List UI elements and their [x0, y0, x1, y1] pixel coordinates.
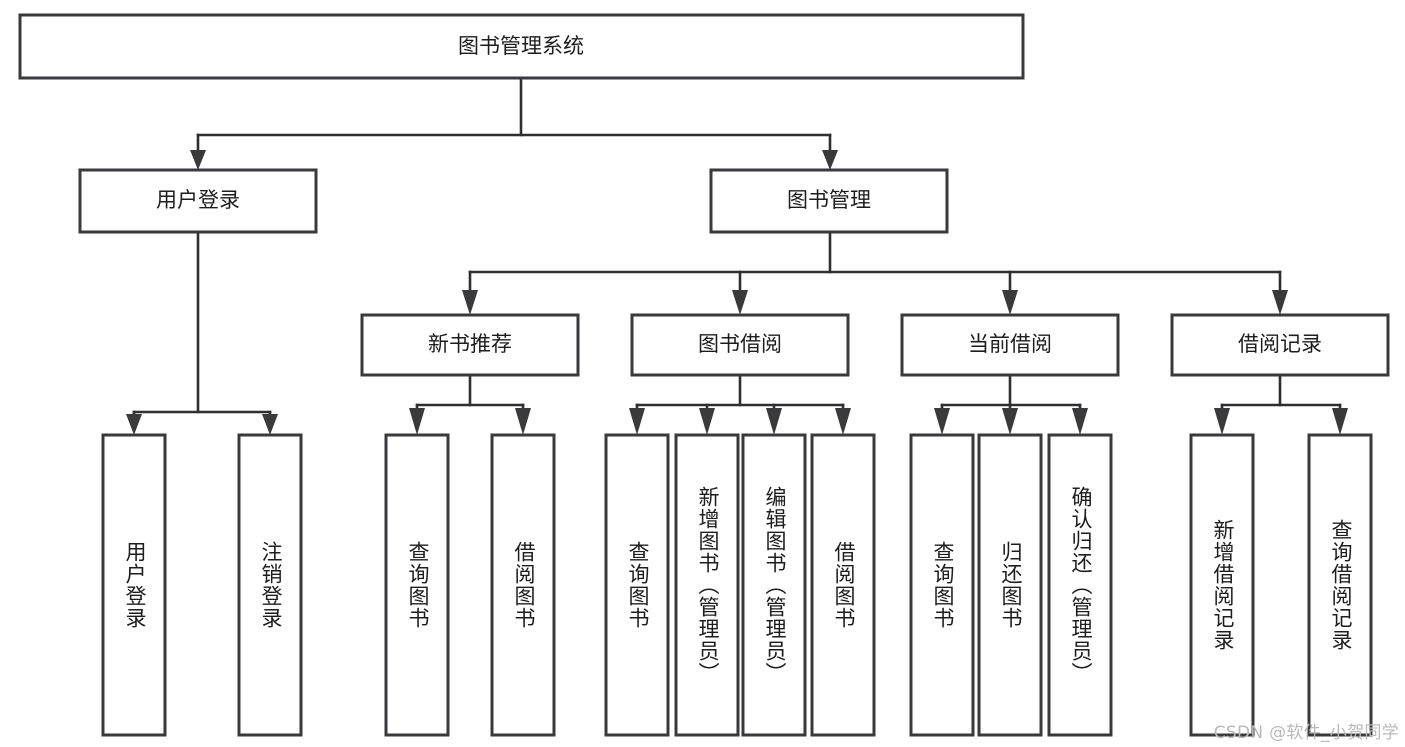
leaf-query-book-3-label: 查询图书	[931, 541, 955, 629]
node-book-manage-box[interactable]	[709, 168, 949, 234]
leaf-query-record[interactable]: 查询借阅记录	[1307, 433, 1373, 737]
node-book-borrow-label: 图书借阅	[698, 332, 782, 356]
leaf-add-record[interactable]: 新增借阅记录	[1189, 433, 1255, 737]
leaf-query-book-2-box[interactable]	[604, 433, 670, 737]
node-borrow-record-box[interactable]	[1170, 313, 1390, 377]
leaf-return-book[interactable]: 归还图书	[977, 433, 1043, 737]
arrow-head-leaf-user-login	[126, 414, 142, 435]
leaf-user-login-label: 用户登录	[123, 541, 147, 629]
arrow-head-user-login	[190, 150, 206, 170]
node-book-borrow-box[interactable]	[630, 313, 850, 377]
arrow-head-leaf-return-book	[1002, 408, 1018, 435]
node-user-login-label: 用户登录	[156, 188, 240, 212]
leaf-confirm-return-label: 确认归还（管理员）	[1069, 486, 1093, 684]
node-new-book-recommend-label: 新书推荐	[428, 332, 512, 356]
node-root-label: 图书管理系统	[458, 34, 584, 58]
leaf-borrow-book-1-box[interactable]	[490, 433, 556, 737]
leaf-edit-book-box[interactable]	[741, 433, 807, 737]
leaf-logout-label: 注销登录	[259, 541, 283, 629]
leaf-borrow-book-1[interactable]: 借阅图书	[490, 433, 556, 737]
leaf-user-login[interactable]: 用户登录	[101, 433, 167, 737]
node-borrow-record[interactable]: 借阅记录	[1170, 313, 1390, 377]
leaf-add-record-box[interactable]	[1189, 433, 1255, 737]
leaf-query-book-1-box[interactable]	[384, 433, 450, 737]
leaf-edit-book[interactable]: 编辑图书（管理员）	[741, 433, 807, 737]
arrow-head-leaf-query-book-2	[629, 408, 645, 435]
leaf-query-book-2-label: 查询图书	[626, 541, 650, 629]
arrow-head-book-manage	[822, 150, 838, 170]
leaf-confirm-return-box[interactable]	[1047, 433, 1113, 737]
node-book-manage[interactable]: 图书管理	[709, 168, 949, 234]
leaf-query-book-2[interactable]: 查询图书	[604, 433, 670, 737]
node-user-login-box[interactable]	[78, 168, 318, 234]
node-current-borrow[interactable]: 当前借阅	[900, 313, 1120, 377]
node-new-book-recommend[interactable]: 新书推荐	[360, 313, 580, 377]
leaf-borrow-book-2-box[interactable]	[810, 433, 876, 737]
node-book-manage-label: 图书管理	[787, 188, 871, 212]
leaf-borrow-book-2[interactable]: 借阅图书	[810, 433, 876, 737]
leaf-add-book[interactable]: 新增图书（管理员）	[674, 433, 740, 737]
leaf-logout[interactable]: 注销登录	[237, 433, 303, 737]
leaf-logout-box[interactable]	[237, 433, 303, 737]
arrow-head-leaf-query-record	[1332, 408, 1348, 435]
arrow-head-book-borrow	[732, 290, 748, 315]
leaf-query-record-box[interactable]	[1307, 433, 1373, 737]
leaf-add-book-label: 新增图书（管理员）	[696, 486, 720, 684]
node-current-borrow-label: 当前借阅	[968, 332, 1052, 356]
arrow-head-new-book-recommend	[462, 290, 478, 315]
node-borrow-record-label: 借阅记录	[1238, 332, 1322, 356]
arrow-head-borrow-record	[1272, 290, 1288, 315]
leaf-borrow-book-2-label: 借阅图书	[832, 541, 856, 629]
arrow-head-leaf-query-book-1	[409, 408, 425, 435]
node-new-book-recommend-box[interactable]	[360, 313, 580, 377]
leaf-query-book-1-label: 查询图书	[406, 541, 430, 629]
arrow-head-leaf-confirm-return	[1072, 408, 1088, 435]
leaf-edit-book-label: 编辑图书（管理员）	[763, 486, 787, 684]
leaf-query-book-3-box[interactable]	[909, 433, 975, 737]
leaf-borrow-book-1-label: 借阅图书	[512, 541, 536, 629]
node-user-login[interactable]: 用户登录	[78, 168, 318, 234]
arrow-head-leaf-query-book-3	[934, 408, 950, 435]
node-root-box[interactable]	[18, 13, 1025, 80]
leaf-query-book-3[interactable]: 查询图书	[909, 433, 975, 737]
arrow-head-leaf-borrow-book-2	[835, 408, 851, 435]
leaf-confirm-return[interactable]: 确认归还（管理员）	[1047, 433, 1113, 737]
leaf-add-book-box[interactable]	[674, 433, 740, 737]
leaf-user-login-box[interactable]	[101, 433, 167, 737]
arrow-head-leaf-logout	[262, 414, 278, 435]
leaf-add-record-label: 新增借阅记录	[1211, 519, 1235, 651]
leaf-return-book-label: 归还图书	[999, 541, 1023, 629]
arrow-head-leaf-add-book	[699, 408, 715, 435]
arrow-head-leaf-add-record	[1214, 408, 1230, 435]
leaf-query-record-label: 查询借阅记录	[1329, 519, 1353, 651]
connector-layer	[126, 76, 1348, 435]
leaf-query-book-1[interactable]: 查询图书	[384, 433, 450, 737]
node-root[interactable]: 图书管理系统	[18, 13, 1025, 80]
node-book-borrow[interactable]: 图书借阅	[630, 313, 850, 377]
leaf-return-book-box[interactable]	[977, 433, 1043, 737]
arrow-head-current-borrow	[1002, 290, 1018, 315]
arrow-head-leaf-edit-book	[766, 408, 782, 435]
arrow-head-leaf-borrow-book-1	[515, 408, 531, 435]
node-current-borrow-box[interactable]	[900, 313, 1120, 377]
